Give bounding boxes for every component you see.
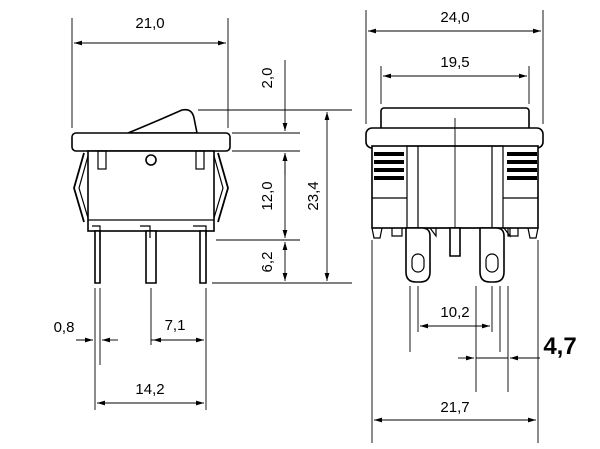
terminal-right — [199, 230, 207, 284]
right-ribs — [507, 152, 537, 180]
front-view — [365, 107, 544, 283]
front-terminal-right — [479, 227, 505, 283]
dim-terminal-span: 14,2 — [135, 381, 164, 398]
left-spring-clip — [73, 152, 85, 223]
dim-terminal-offset: 7,1 — [165, 317, 186, 334]
dim-rocker-width: 19,5 — [440, 54, 469, 71]
dim-housing-width: 21,7 — [440, 399, 469, 416]
side-view-dimensions: 21,0 2,0 12,0 6,2 23,4 0,8 7,1 — [54, 15, 352, 410]
front-terminal-middle — [449, 227, 461, 257]
terminal-left — [94, 230, 101, 284]
dim-terminal-pitch: 10,2 — [440, 304, 469, 321]
dim-terminal-width: 4,7 — [543, 333, 576, 360]
right-spring-clip — [217, 152, 229, 223]
dim-overall-width: 21,0 — [135, 15, 164, 32]
dim-terminal-length: 6,2 — [259, 252, 276, 273]
dim-flange-width: 24,0 — [440, 9, 469, 26]
rocker-actuator — [127, 108, 198, 134]
dim-rocker-height: 2,0 — [259, 68, 276, 89]
dim-terminal-thickness: 0,8 — [54, 319, 75, 336]
front-flange — [365, 127, 544, 149]
dim-housing-height: 12,0 — [259, 181, 276, 210]
side-flange — [71, 132, 231, 152]
terminal-middle — [145, 230, 157, 284]
left-ribs — [374, 152, 404, 180]
side-view — [71, 108, 231, 284]
front-view-dimensions: 24,0 19,5 10,2 4,7 21,7 — [365, 9, 577, 443]
dim-total-height: 23,4 — [305, 181, 322, 210]
indicator-dot — [145, 154, 157, 166]
front-terminal-left — [405, 227, 431, 283]
